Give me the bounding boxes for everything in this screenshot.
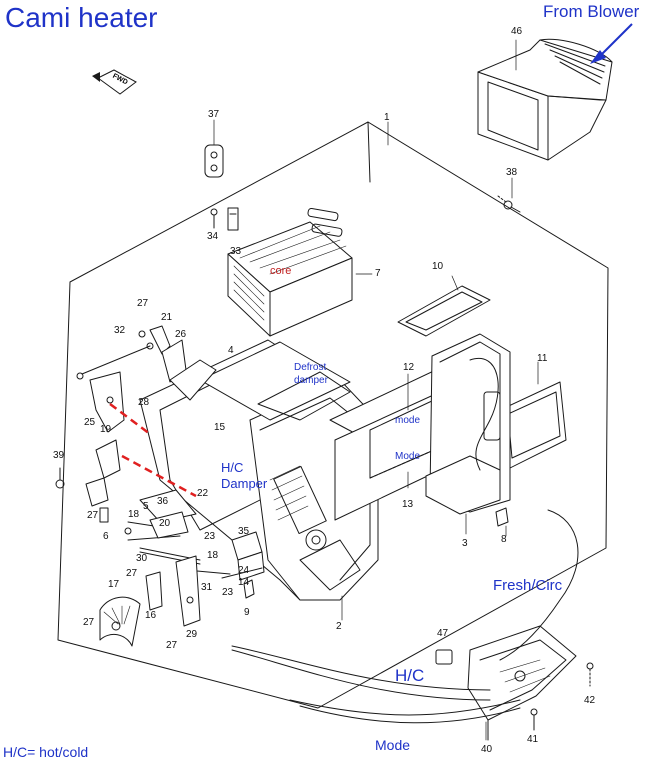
part-number-29: 29 [186, 629, 198, 640]
from-blower-label: From Blower [543, 2, 640, 21]
hc-big-label: H/C [395, 666, 425, 685]
screw-part-38 [497, 195, 521, 213]
fresh-circ-label: Fresh/Circ [493, 577, 563, 594]
part-number-18-lower: 18 [207, 550, 219, 561]
lever-part-16 [145, 571, 163, 611]
part-number-6: 6 [103, 531, 109, 542]
screw-part-34 [210, 208, 218, 229]
part-number-37: 37 [208, 109, 220, 120]
part-number-46: 46 [511, 26, 523, 37]
gasket-part-10 [397, 285, 491, 337]
blower-duct-part-46 [477, 38, 613, 161]
part-number-25: 25 [84, 417, 96, 428]
control-cables [231, 509, 579, 724]
bracket-part-33 [227, 207, 239, 231]
lever-part-28 [89, 371, 125, 433]
part-number-21: 21 [161, 312, 173, 323]
lever-part-27 [85, 477, 109, 507]
knob-part-47 [435, 649, 453, 665]
part-number-39: 39 [53, 450, 65, 461]
hc-legend: H/C= hot/cold [3, 744, 89, 760]
part-number-23-upper: 23 [204, 531, 216, 542]
part-number-7: 7 [375, 268, 381, 279]
part-number-17: 17 [108, 579, 120, 590]
part-number-27-mid: 27 [126, 568, 138, 579]
part-number-9: 9 [244, 607, 250, 618]
part-number-23-lower: 23 [222, 587, 234, 598]
lever-part-19 [95, 439, 121, 479]
part-number-31: 31 [201, 582, 213, 593]
part-number-26: 26 [175, 329, 187, 340]
part-number-22: 22 [197, 488, 209, 499]
part-number-19: 19 [100, 424, 112, 435]
part-number-47: 47 [437, 628, 449, 639]
mode-lower-label: Mode [395, 451, 421, 462]
part-number-33: 33 [230, 246, 242, 257]
part-number-3: 3 [462, 538, 468, 549]
mode-upper-label: mode [395, 415, 421, 426]
part-number-27-bottom: 27 [166, 640, 178, 651]
part-number-32: 32 [114, 325, 126, 336]
rod-part-14 [221, 567, 263, 579]
fwd-arrow-icon [92, 69, 137, 95]
part-number-27-dial: 27 [83, 617, 95, 628]
part-number-28: 28 [138, 397, 150, 408]
part-number-20: 20 [159, 518, 171, 529]
part-number-42: 42 [584, 695, 596, 706]
clip-part-39 [55, 467, 65, 489]
part-number-34: 34 [207, 231, 219, 242]
part-number-2: 2 [336, 621, 342, 632]
part-number-38: 38 [506, 167, 518, 178]
diagram-title: Cami heater [5, 2, 158, 33]
part-number-24: 24 [238, 565, 250, 576]
control-panel-part-40 [467, 625, 577, 741]
part-number-27-left: 27 [87, 510, 99, 521]
part-number-36: 36 [157, 496, 169, 507]
screw-part-42 [586, 662, 594, 687]
part-number-10: 10 [432, 261, 444, 272]
part-number-16: 16 [145, 610, 157, 621]
part-number-30: 30 [136, 553, 148, 564]
part-number-12: 12 [403, 362, 415, 373]
red-dashed-linkage [109, 403, 197, 498]
part-number-13: 13 [402, 499, 414, 510]
clip-part-9 [243, 579, 255, 599]
leader-lines [213, 39, 539, 741]
heater-case-part-3 [425, 333, 511, 515]
link-part-21-26 [138, 325, 217, 401]
hc-label: H/C [221, 460, 244, 475]
part-number-27-top: 27 [137, 298, 149, 309]
part-number-40: 40 [481, 744, 493, 755]
part-number-41: 41 [527, 734, 539, 745]
part-number-14: 14 [238, 577, 250, 588]
screw-part-41 [530, 708, 538, 731]
spacer-part-6 [99, 507, 109, 523]
linkage-part-32 [76, 342, 154, 380]
part-number-4: 4 [228, 345, 234, 356]
part-number-11: 11 [537, 353, 548, 364]
part-number-8: 8 [501, 534, 507, 545]
heater-core-part-7 [227, 207, 353, 337]
part-number-35: 35 [238, 526, 250, 537]
from-blower-arrow-icon [590, 23, 633, 64]
mode-bottom-label: Mode [375, 737, 411, 753]
clip-part-8 [495, 507, 509, 527]
defrost-label: Defrost [294, 362, 327, 373]
damper-label: damper [294, 375, 328, 386]
hc-damper-label: Damper [221, 476, 268, 491]
part-number-5: 5 [143, 501, 149, 512]
lever-part-20 [149, 511, 189, 539]
control-dial-part-17 [99, 596, 141, 647]
clip-part-37 [204, 144, 224, 178]
part-number-18-upper: 18 [128, 509, 140, 520]
part-number-1: 1 [384, 112, 390, 123]
lever-part-29 [175, 555, 201, 627]
part-number-15: 15 [214, 422, 226, 433]
core-label: core [270, 265, 292, 277]
